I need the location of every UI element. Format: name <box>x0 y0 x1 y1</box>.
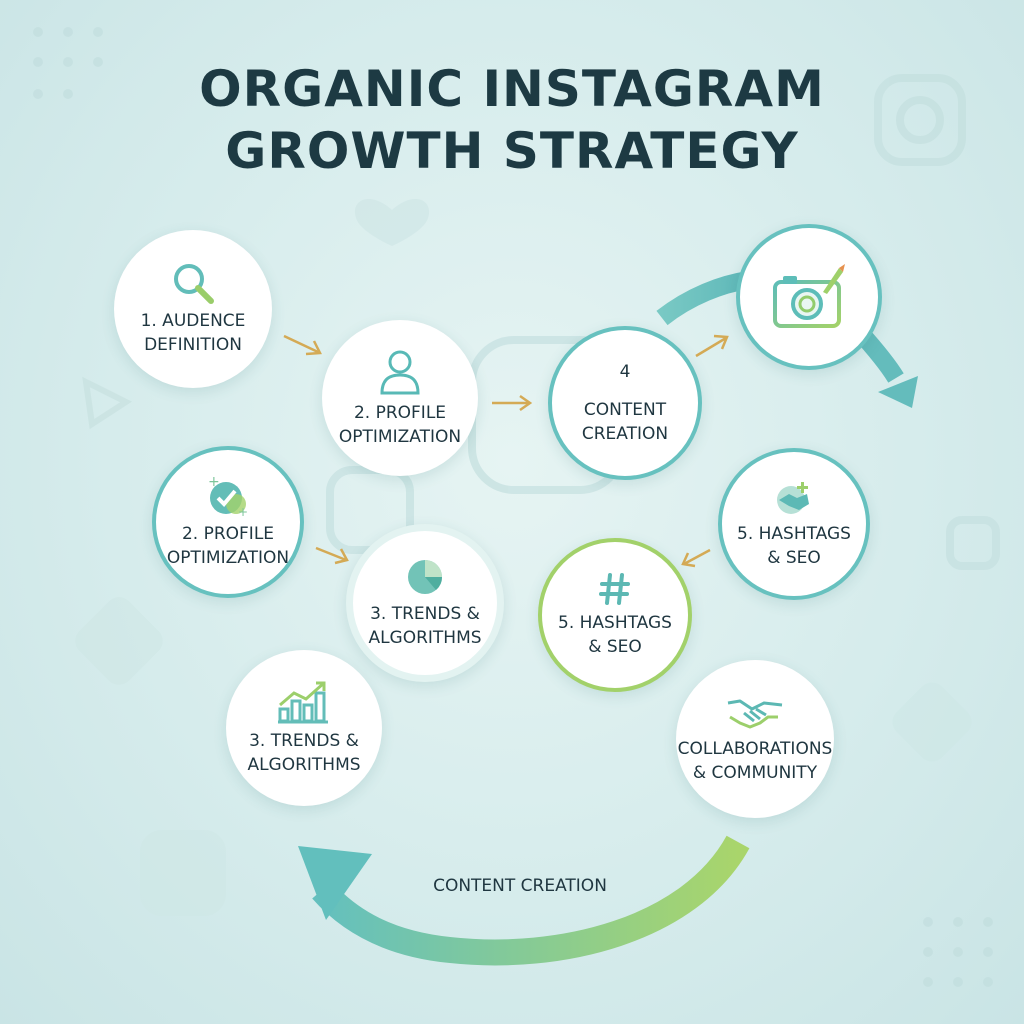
node-trends-algorithms-bottom: 3. TRENDS & ALGORITHMS <box>226 650 382 806</box>
label-line: 3. TRENDS & <box>249 731 359 751</box>
verified-badge-icon: + + <box>204 474 252 518</box>
label-line: & SEO <box>767 548 821 568</box>
camera-icon <box>771 262 847 332</box>
label-line: ALGORITHMS <box>368 628 482 648</box>
title-line-1: ORGANIC INSTAGRAM <box>199 60 825 118</box>
title-line-2: GROWTH STRATEGY <box>225 122 799 180</box>
label-line: OPTIMIZATION <box>338 427 462 447</box>
node-camera <box>736 224 882 370</box>
node-label: 1. AUDENCE DEFINITION <box>141 309 246 357</box>
label-line: ALGORITHMS <box>247 755 361 775</box>
label-line: OPTIMIZATION <box>166 548 290 568</box>
label-line: 2. PROFILE <box>353 403 447 423</box>
label-line: & SEO <box>588 637 642 657</box>
node-hashtags-seo-middle: 5. HASHTAGS & SEO <box>538 538 692 692</box>
pie-chart-icon <box>404 556 446 598</box>
cycle-arrow-label: CONTENT CREATION <box>433 876 607 896</box>
node-label: 5. HASHTAGS & SEO <box>737 522 851 570</box>
hashtag-icon <box>598 571 632 607</box>
node-label: CONTENT CREATION <box>582 398 668 446</box>
node-label: 2. PROFILE OPTIMIZATION <box>167 522 289 570</box>
node-trends-algorithms-middle: 3. TRENDS & ALGORITHMS <box>346 524 504 682</box>
node-profile-optimization-top: 2. PROFILE OPTIMIZATION <box>322 320 478 476</box>
node-content-creation-top: 4 CONTENT CREATION <box>548 326 702 480</box>
label-line: 5. HASHTAGS <box>558 613 672 633</box>
node-label: 5. HASHTAGS & SEO <box>558 611 672 659</box>
node-label: 3. TRENDS & ALGORITHMS <box>368 602 481 650</box>
handshake-icon <box>724 693 786 733</box>
node-label: COLLABORATIONS & COMMUNITY <box>678 737 833 785</box>
label-line: & COMMUNITY <box>692 763 818 783</box>
node-number: 4 <box>619 362 631 382</box>
node-hashtags-seo-right: 5. HASHTAGS & SEO <box>718 448 870 600</box>
label-line: DEFINITION <box>144 335 242 355</box>
label-line: 1. AUDENCE <box>140 311 246 331</box>
node-profile-optimization-left: + + 2. PROFILE OPTIMIZATION <box>152 446 304 598</box>
page-title: ORGANIC INSTAGRAM GROWTH STRATEGY <box>0 58 1024 182</box>
label-line: COLLABORATIONS <box>677 739 833 759</box>
node-collaborations-community: COLLABORATIONS & COMMUNITY <box>676 660 834 818</box>
label-line: 5. HASHTAGS <box>737 524 851 544</box>
label-line: 3. TRENDS & <box>370 604 480 624</box>
growth-chart-icon <box>276 679 332 725</box>
svg-text:+: + <box>208 474 220 490</box>
magnifier-icon <box>167 261 219 305</box>
node-audience-definition: 1. AUDENCE DEFINITION <box>114 230 272 388</box>
node-label: 2. PROFILE OPTIMIZATION <box>339 401 461 449</box>
user-icon <box>376 347 424 397</box>
handshake-icon <box>771 478 817 518</box>
label-line: 2. PROFILE <box>181 524 275 544</box>
label-line: CONTENT <box>583 400 667 420</box>
svg-text:+: + <box>238 505 248 518</box>
node-label: 3. TRENDS & ALGORITHMS <box>247 729 360 777</box>
label-line: CREATION <box>581 424 669 444</box>
